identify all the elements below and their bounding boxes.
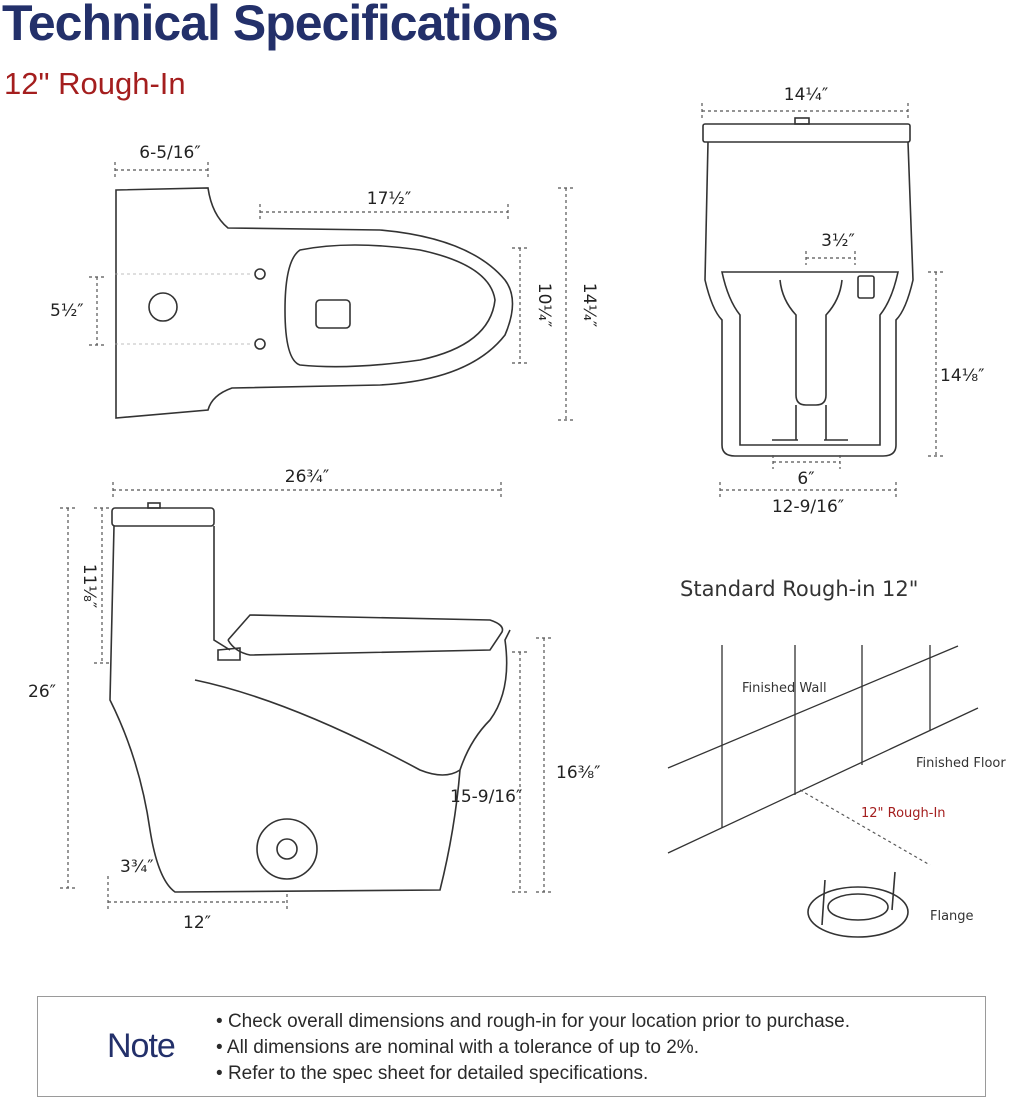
flange-icon	[807, 871, 909, 938]
dim-overall-width: 14¼″	[579, 283, 599, 327]
note-list: Check overall dimensions and rough-in fo…	[216, 1009, 850, 1087]
dim-tank-width: 14¼″	[784, 85, 828, 105]
dim-rim-height: 15-9/16″	[450, 787, 522, 807]
dim-overall-length: 26¾″	[285, 467, 329, 487]
dim-base-width: 12-9/16″	[772, 497, 844, 517]
dim-seat-height: 14⅛″	[940, 366, 984, 386]
dim-tank-height: 11⅛″	[79, 564, 99, 608]
dim-outlet-height: 3¾″	[120, 857, 154, 877]
dim-bowl-height: 16⅜″	[556, 763, 600, 783]
rough-in-title: Standard Rough-in 12"	[680, 577, 918, 601]
dim-bowl-length: 17½″	[367, 189, 411, 209]
page-subtitle: 12" Rough-In	[4, 66, 186, 101]
note-title: Note	[107, 1027, 176, 1065]
note-box: Note Check overall dimensions and rough-…	[37, 996, 986, 1097]
note-item: All dimensions are nominal with a tolera…	[216, 1035, 850, 1061]
dim-tank-depth: 6-5/16″	[139, 143, 200, 163]
page-title: Technical Specifications	[2, 0, 559, 51]
dim-trap-width: 6″	[797, 469, 814, 489]
dim-rough-in: 12″	[183, 913, 211, 933]
dim-overall-height: 26″	[28, 682, 56, 702]
flange-label: Flange	[930, 909, 974, 924]
top-view-outline	[115, 187, 514, 419]
side-view-outline	[109, 502, 511, 893]
dim-supply-offset: 5½″	[50, 301, 84, 321]
technical-drawing: 6-5/16″ 17½″ 5½″ 10¼″ 14¼″ 14¼″ 3½″ 14⅛″…	[28, 85, 1006, 938]
note-item: Refer to the spec sheet for detailed spe…	[216, 1061, 850, 1087]
dim-bowl-width: 10¼″	[534, 283, 554, 327]
rough-in-label: 12" Rough-In	[861, 806, 946, 821]
rough-in-walls	[667, 645, 979, 854]
front-view-outline	[702, 117, 914, 457]
dim-flush-button: 3½″	[821, 231, 855, 251]
note-item: Check overall dimensions and rough-in fo…	[216, 1009, 850, 1035]
finished-floor-label: Finished Floor	[916, 756, 1006, 771]
finished-wall-label: Finished Wall	[742, 681, 827, 696]
